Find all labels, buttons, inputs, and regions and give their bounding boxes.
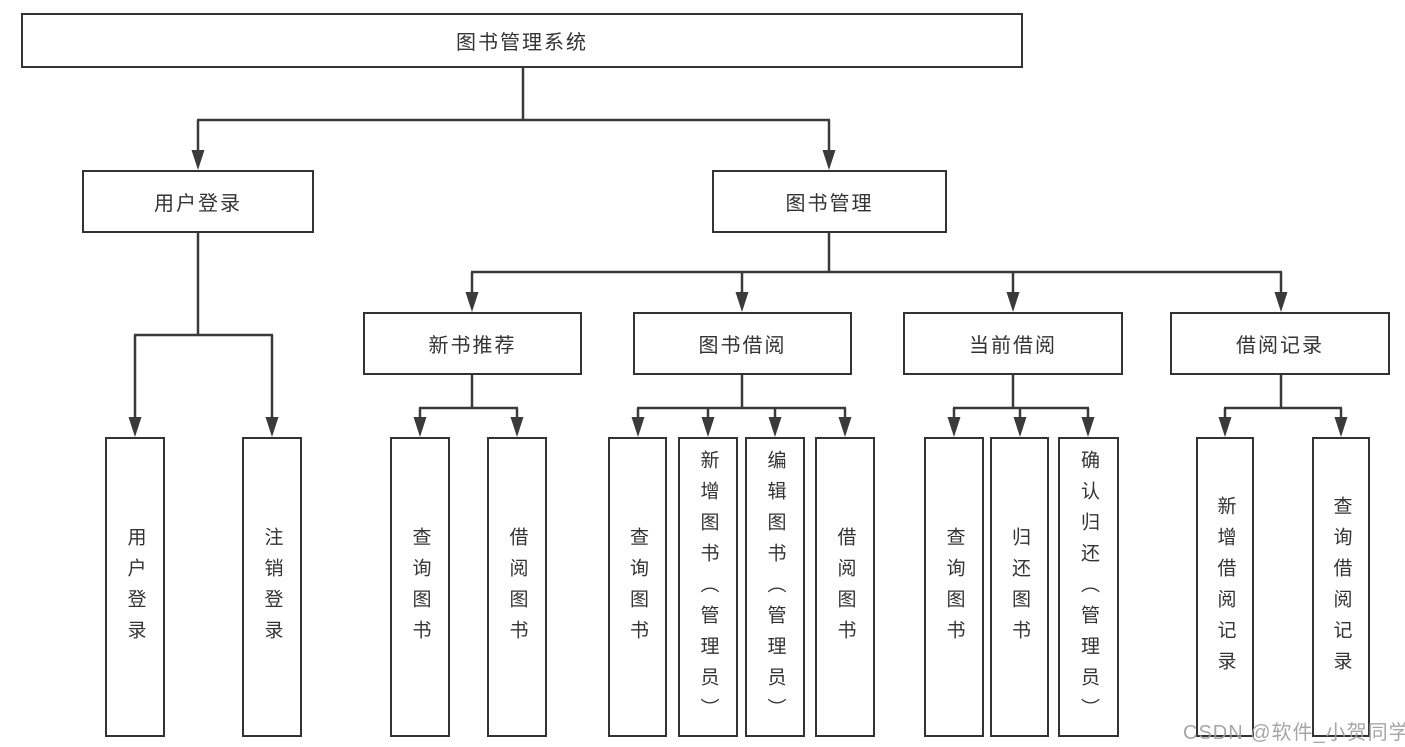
node-user-login-branch: 用户登录 <box>82 170 314 233</box>
leaf-add-book-admin: 新增图书（管理员） <box>678 437 738 737</box>
node-book-borrow: 图书借阅 <box>633 312 852 375</box>
arrowheads <box>128 150 1348 437</box>
leaf-query-books-borrow: 查询图书 <box>608 437 667 737</box>
node-new-book-recommend: 新书推荐 <box>363 312 582 375</box>
leaf-user-login: 用户登录 <box>105 437 165 737</box>
node-system-root: 图书管理系统 <box>21 13 1023 68</box>
leaf-query-books-current: 查询图书 <box>924 437 984 737</box>
node-borrow-records: 借阅记录 <box>1170 312 1390 375</box>
leaf-return-books: 归还图书 <box>990 437 1049 737</box>
node-book-management-branch: 图书管理 <box>712 170 947 233</box>
leaf-borrow-books-recommend: 借阅图书 <box>487 437 547 737</box>
leaf-query-books-recommend: 查询图书 <box>390 437 450 737</box>
csdn-watermark: CSDN @软件_小贺同学 <box>1183 722 1405 744</box>
leaf-logout: 注销登录 <box>242 437 302 737</box>
leaf-add-borrow-record: 新增借阅记录 <box>1196 437 1254 737</box>
leaf-borrow-books: 借阅图书 <box>815 437 875 737</box>
node-current-borrow: 当前借阅 <box>903 312 1123 375</box>
leaf-confirm-return-admin: 确认归还（管理员） <box>1058 437 1119 737</box>
leaf-query-borrow-record: 查询借阅记录 <box>1312 437 1370 737</box>
leaf-edit-book-admin: 编辑图书（管理员） <box>745 437 805 737</box>
